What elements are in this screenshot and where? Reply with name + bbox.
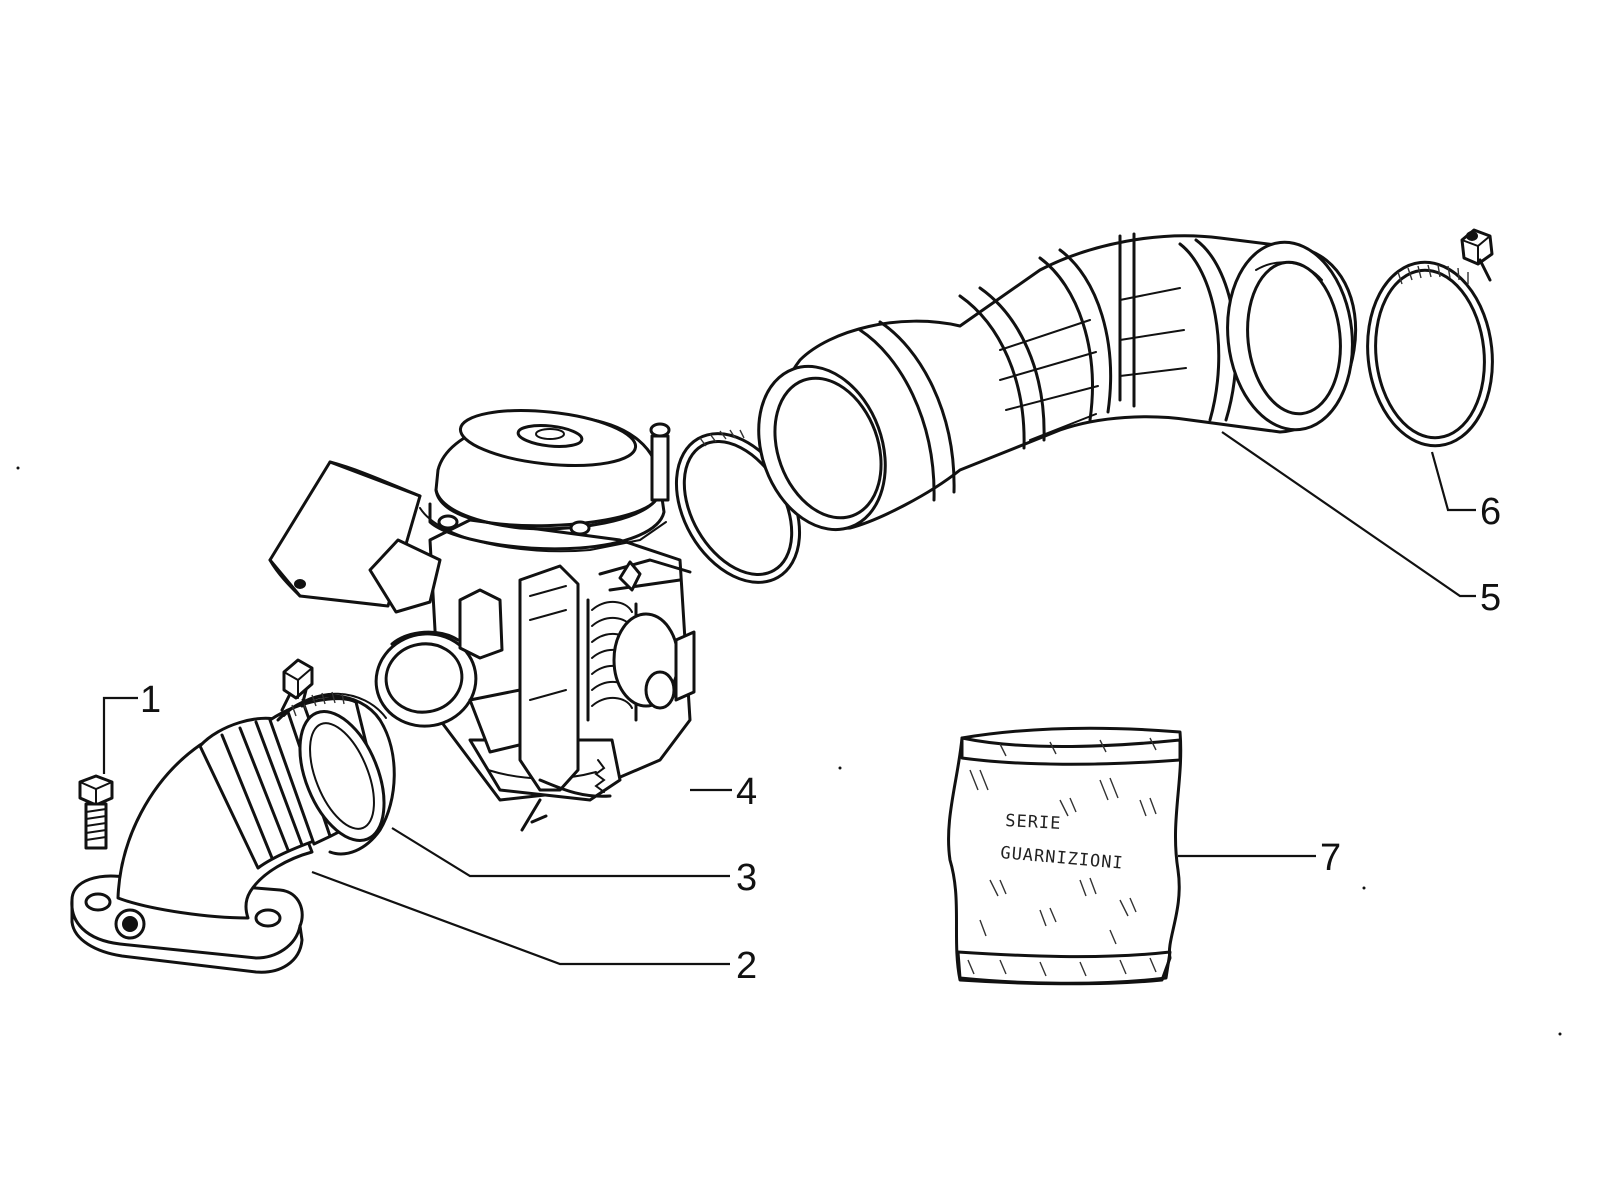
hose-clamp-large-part (1366, 228, 1494, 448)
bag-hatching (967, 737, 1157, 977)
bolt-part (78, 774, 114, 850)
callout-3: 3 (736, 857, 757, 899)
callout-6: 6 (1480, 491, 1501, 533)
hose-clamp-small-part (276, 658, 396, 856)
leader-line-1 (102, 696, 138, 774)
callout-2: 2 (736, 945, 757, 987)
leader-line-5 (1221, 431, 1476, 598)
gasket-bag-label-line1: SERIE (1005, 811, 1062, 834)
hose-clamp-ring-part (674, 429, 802, 584)
callout-5: 5 (1480, 577, 1501, 619)
callout-numbers: 1 2 3 4 5 6 7 (140, 491, 1501, 987)
scan-specks (16, 466, 1562, 1036)
carburetor-part (268, 409, 696, 832)
gasket-set-bag-part: SERIE GUARNIZIONI (947, 726, 1183, 986)
leader-line-6 (1430, 451, 1476, 512)
leader-line-2 (311, 870, 730, 966)
leader-line-3 (391, 827, 730, 878)
callout-4: 4 (736, 771, 757, 813)
callout-7: 7 (1320, 837, 1341, 879)
leader-lines (102, 431, 1476, 966)
callout-1: 1 (140, 679, 161, 721)
air-intake-hose-part (757, 232, 1358, 532)
intake-manifold-part (70, 697, 386, 974)
